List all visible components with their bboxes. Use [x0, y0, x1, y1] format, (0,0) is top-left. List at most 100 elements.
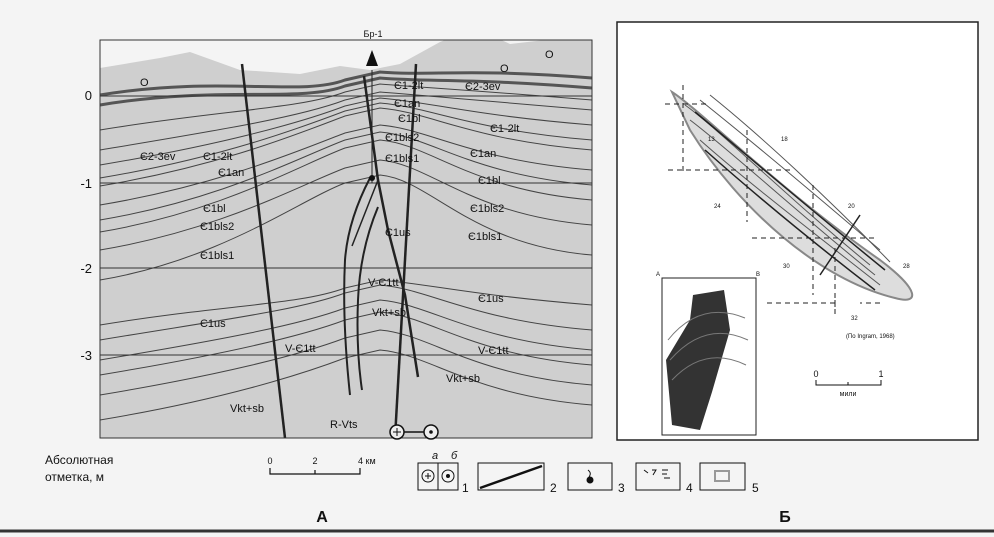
legend: а б 1 2 3 4 5 — [417, 450, 759, 495]
unit-label: Є1bls1 — [200, 250, 234, 262]
unit-label: Є2-3ev — [140, 151, 176, 163]
legend-number: 3 — [618, 481, 625, 495]
section-numbers: 18 13 24 20 30 28 32 (По Ingram, 1968) — [708, 137, 910, 340]
legend-number: 4 — [686, 481, 693, 495]
unit-label: Є1an — [470, 148, 496, 160]
unit-label: Є1us — [200, 318, 226, 330]
faults — [240, 63, 420, 439]
axis-tick: -2 — [80, 261, 92, 276]
unit-label: Є1bl — [398, 113, 421, 125]
section-number: 13 — [708, 137, 715, 143]
breccia-icon — [643, 469, 670, 479]
unit-label: O — [545, 49, 554, 61]
legend-sub-b: б — [451, 450, 458, 462]
section-number: 28 — [903, 264, 910, 270]
stratum-boundary — [99, 83, 593, 131]
scale-tick: 1 — [878, 369, 883, 379]
unit-label: Є1bls2 — [200, 221, 234, 233]
legend-number: 1 — [462, 481, 469, 495]
section-number: 18 — [781, 137, 788, 143]
unit-label: Vkt+sb — [372, 307, 406, 319]
legend-number: 5 — [752, 481, 759, 495]
inset-corner-b: B — [756, 272, 760, 278]
stratum-boundary — [99, 124, 593, 206]
unit-label: Є1us — [385, 227, 411, 239]
unit-label: Є1an — [218, 167, 244, 179]
legend-box-3 — [567, 462, 613, 491]
fault-line — [343, 177, 371, 396]
unit-label: Є1bls1 — [385, 153, 419, 165]
unit-label: V-Є1tt — [285, 343, 316, 355]
map-source: (По Ingram, 1968) — [846, 334, 895, 340]
fault-line — [356, 206, 379, 391]
scale-bar-km: 0 2 4 км — [267, 456, 376, 475]
section-number: 30 — [783, 264, 790, 270]
section-number: 32 — [851, 316, 858, 322]
unit-label: Є1bl — [478, 175, 501, 187]
panel-b-label: Б — [779, 509, 791, 526]
fault-line-icon — [479, 464, 543, 490]
stratum-boundary — [99, 76, 593, 107]
well-sample-icon — [586, 476, 594, 484]
unit-label: V-Є1tt — [478, 345, 509, 357]
stratum-boundary — [99, 299, 593, 361]
unit-label: Vkt+sb — [230, 403, 264, 415]
inset-corner-a: A — [656, 272, 660, 278]
legend-box-2 — [477, 462, 545, 491]
unit-label: O — [500, 63, 509, 75]
legend-box-4 — [635, 462, 681, 491]
axis-tick: -1 — [80, 176, 92, 191]
inset-fold — [666, 290, 730, 430]
stratum-boundary — [99, 329, 593, 396]
section-frame — [99, 39, 593, 439]
dot-circle-icon — [441, 469, 455, 483]
unit-label: Є1-2lt — [203, 151, 232, 163]
fault-line — [351, 179, 379, 247]
map-panel: 18 13 24 20 30 28 32 (По Ingram, 1968) 0… — [616, 21, 979, 441]
unit-label: Є1us — [478, 293, 504, 305]
scale-bar-line — [815, 380, 882, 386]
unit-label: Є1bls2 — [470, 203, 504, 215]
axis-title: Абсолютная — [45, 453, 113, 467]
axis-tick: 0 — [85, 88, 92, 103]
plus-circle-icon — [421, 469, 435, 483]
unit-label: Vkt+sb — [446, 373, 480, 385]
unit-label: Є1-2lt — [490, 123, 519, 135]
scale-tick: 4 км — [358, 456, 376, 466]
plus-glyph — [425, 473, 431, 479]
sample-tail — [587, 469, 591, 478]
unit-label: Є2-3ev — [465, 81, 501, 93]
unit-label: Є1bl — [203, 203, 226, 215]
unit-label: V-Є1tt — [368, 277, 399, 289]
stratum-boundary — [99, 139, 593, 233]
stratum-boundary — [99, 311, 593, 376]
section-number: 20 — [848, 204, 855, 210]
legend-box-5 — [699, 462, 746, 491]
legend-number: 2 — [550, 481, 557, 495]
stratum-boundary — [99, 97, 593, 166]
unit-label: O — [140, 77, 149, 89]
scale-bar-line — [269, 468, 361, 475]
unit-label: Є1bls1 — [468, 231, 502, 243]
inset-section: A B — [656, 272, 760, 436]
elevation-gridlines — [100, 95, 592, 356]
scale-unit: мили — [840, 391, 857, 398]
stratum-boundary — [99, 102, 593, 179]
unit-label: Є1an — [394, 98, 420, 110]
scale-tick: 0 — [813, 369, 818, 379]
unit-label: Є1bls2 — [385, 132, 419, 144]
well-arrow-icon — [366, 50, 378, 66]
elevation-axis: 0 -1 -2 -3 — [80, 88, 92, 363]
scale-tick: 0 — [267, 456, 272, 466]
dot-glyph — [429, 430, 433, 434]
fault-line — [393, 63, 418, 439]
cross-section — [99, 28, 593, 440]
outline-icon — [714, 470, 730, 482]
dot-glyph — [446, 474, 450, 478]
axis-title: отметка, м — [45, 470, 104, 484]
unit-label: Є1-2lt — [394, 80, 423, 92]
stratum-boundary — [99, 159, 593, 251]
legend-sub-a: а — [432, 450, 438, 462]
